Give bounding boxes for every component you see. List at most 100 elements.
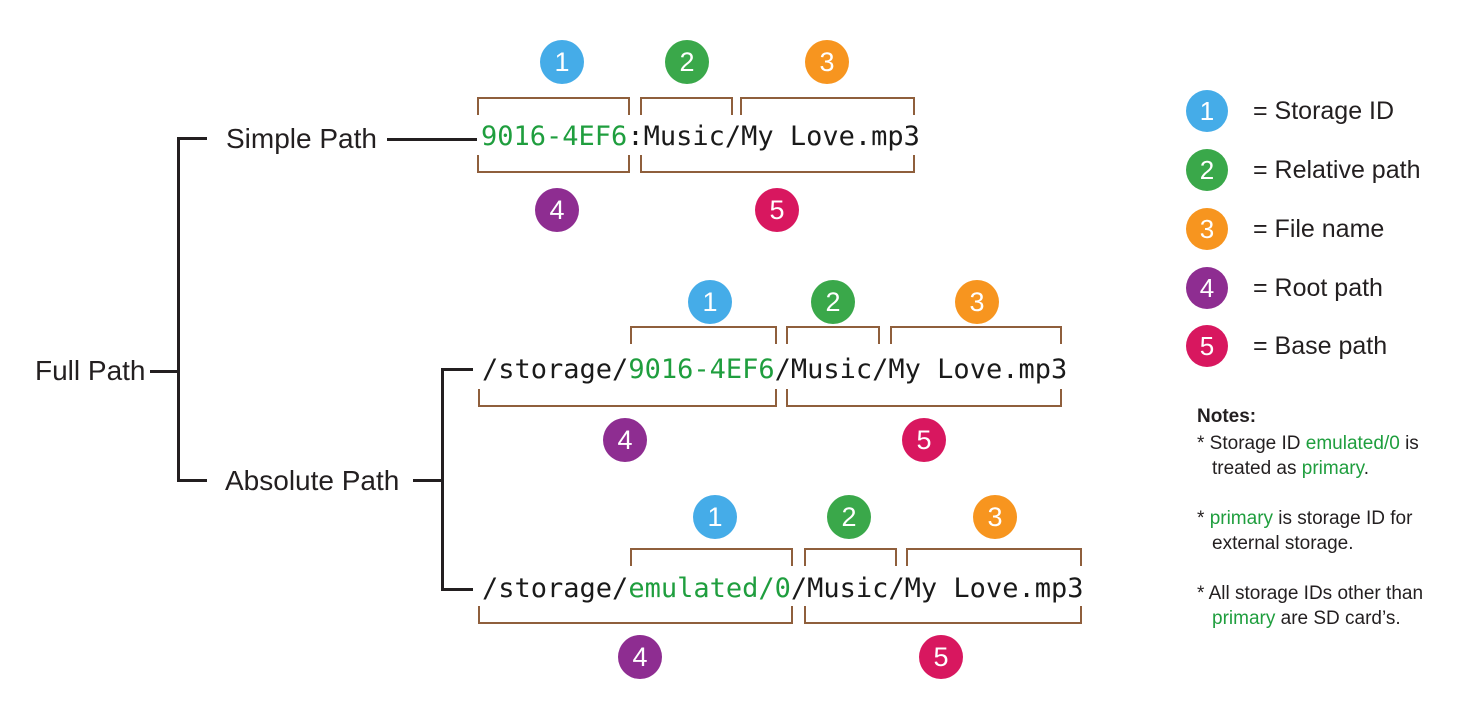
absolute-path-connector-line	[413, 479, 441, 482]
path-text-absolute-emulated: /storage/emulated/0/Music/My Love.mp3	[482, 573, 1083, 605]
note-text: .	[1363, 458, 1369, 479]
note-emulated-primary: * Storage ID emulated/0 is treated as pr…	[1197, 431, 1471, 481]
marker-4-circle: 4	[535, 188, 579, 232]
absolute-emulated-prefix: /storage/	[482, 573, 629, 604]
bracket-simple-root-path	[477, 155, 630, 173]
absolute-branch-tick-top-line	[441, 368, 473, 371]
full-path-connector-line	[150, 370, 177, 373]
bracket-simple-relative-path	[640, 97, 733, 115]
notes-title: Notes:	[1197, 406, 1257, 427]
note-text: *	[1197, 508, 1210, 529]
bracket-absolute-emulated-storage-id	[630, 548, 793, 566]
legend-circle-1: 1	[1186, 90, 1228, 132]
note-text: are SD card’s.	[1275, 608, 1401, 629]
marker-number: 5	[916, 424, 932, 455]
bracket-absolute-emulated-relative-path	[804, 548, 897, 566]
marker-1-circle: 1	[693, 495, 737, 539]
bracket-simple-file-name	[740, 97, 915, 115]
marker-number: 2	[841, 501, 857, 532]
marker-2-circle: 2	[665, 40, 709, 84]
absolute-sd-prefix: /storage/	[482, 354, 629, 385]
legend-circle-3: 3	[1186, 208, 1228, 250]
bracket-absolute-sd-file-name	[890, 326, 1062, 344]
absolute-branch-tick-bottom-line	[441, 588, 473, 591]
marker-number: 3	[819, 46, 835, 77]
note-text: is	[1399, 433, 1419, 454]
marker-number: 2	[1199, 155, 1215, 185]
simple-path-label: Simple Path	[226, 123, 377, 154]
marker-2-circle: 2	[827, 495, 871, 539]
notes-section: Notes: * Storage ID emulated/0 is treate…	[1197, 404, 1471, 656]
bracket-absolute-sd-relative-path	[786, 326, 880, 344]
simple-path-connector-line	[387, 138, 477, 141]
marker-3-circle: 3	[973, 495, 1017, 539]
bracket-absolute-sd-base-path	[786, 389, 1062, 407]
path-text-simple: 9016-4EF6:Music/My Love.mp3	[481, 121, 920, 153]
note-text: * All storage IDs other than	[1197, 583, 1424, 604]
marker-number: 3	[987, 501, 1003, 532]
marker-number: 5	[933, 641, 949, 672]
absolute-path-label: Absolute Path	[225, 465, 400, 496]
marker-number: 4	[632, 641, 648, 672]
marker-number: 5	[769, 194, 785, 225]
legend-label-relative-path: = Relative path	[1253, 156, 1421, 184]
legend-circle-4: 4	[1186, 267, 1228, 309]
note-text: treated as	[1212, 458, 1302, 479]
marker-number: 2	[679, 46, 695, 77]
full-path-label: Full Path	[35, 355, 146, 386]
note-green-text: primary	[1301, 458, 1364, 479]
marker-4-circle: 4	[618, 635, 662, 679]
legend-label-root-path: = Root path	[1253, 274, 1383, 302]
marker-1-circle: 1	[688, 280, 732, 324]
marker-3-circle: 3	[955, 280, 999, 324]
marker-4-circle: 4	[603, 418, 647, 462]
legend-label-base-path: = Base path	[1253, 332, 1388, 360]
absolute-path-tick-line	[177, 479, 207, 482]
bracket-absolute-emulated-root-path	[478, 606, 793, 624]
note-text: * Storage ID	[1197, 433, 1306, 454]
absolute-branch-trunk-line	[441, 368, 444, 591]
bracket-absolute-emulated-base-path	[804, 606, 1082, 624]
simple-path-tick-line	[177, 137, 207, 140]
marker-number: 1	[702, 286, 718, 317]
bracket-absolute-sd-root-path	[478, 389, 777, 407]
marker-number: 4	[549, 194, 565, 225]
marker-2-circle: 2	[811, 280, 855, 324]
marker-5-circle: 5	[902, 418, 946, 462]
legend-label-storage-id: = Storage ID	[1253, 97, 1395, 125]
legend-label-file-name: = File name	[1253, 215, 1385, 243]
absolute-emulated-rest: /Music/My Love.mp3	[790, 573, 1084, 604]
absolute-sd-rest: /Music/My Love.mp3	[774, 354, 1068, 385]
note-primary-external: * primary is storage ID for external sto…	[1197, 506, 1471, 556]
marker-number: 4	[617, 424, 633, 455]
bracket-simple-base-path	[640, 155, 915, 173]
marker-number: 2	[825, 286, 841, 317]
marker-number: 1	[1199, 96, 1215, 126]
bracket-absolute-emulated-file-name	[906, 548, 1082, 566]
absolute-emulated-storage-id: emulated/0	[628, 573, 791, 604]
legend-circle-2: 2	[1186, 149, 1228, 191]
simple-storage-id: 9016-4EF6	[481, 121, 628, 152]
marker-number: 3	[969, 286, 985, 317]
marker-5-circle: 5	[755, 188, 799, 232]
simple-rest: :Music/My Love.mp3	[627, 121, 920, 152]
marker-number: 1	[554, 46, 570, 77]
note-green-text: emulated/0	[1305, 433, 1400, 454]
tree-trunk-line	[177, 137, 180, 482]
note-green-text: primary	[1212, 608, 1276, 629]
legend-circle-5: 5	[1186, 325, 1228, 367]
marker-3-circle: 3	[805, 40, 849, 84]
note-sd-cards: * All storage IDs other than primary are…	[1197, 581, 1471, 631]
note-green-text: primary	[1209, 508, 1274, 529]
path-text-absolute-sd: /storage/9016-4EF6/Music/My Love.mp3	[482, 354, 1067, 386]
marker-1-circle: 1	[540, 40, 584, 84]
marker-number: 4	[1199, 273, 1215, 303]
marker-5-circle: 5	[919, 635, 963, 679]
note-text: external storage.	[1212, 533, 1354, 554]
bracket-absolute-sd-storage-id	[630, 326, 777, 344]
absolute-sd-storage-id: 9016-4EF6	[628, 354, 775, 385]
note-text: is storage ID for	[1273, 508, 1413, 529]
marker-number: 3	[1199, 214, 1215, 244]
marker-number: 5	[1199, 331, 1215, 361]
